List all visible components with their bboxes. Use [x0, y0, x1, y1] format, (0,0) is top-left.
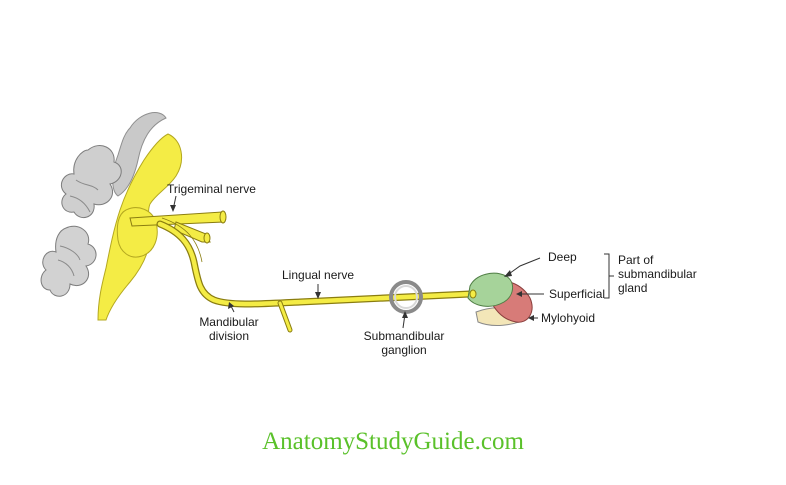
trigeminal-nerve	[129, 210, 227, 244]
brain-upper-lobe	[112, 112, 167, 197]
arrowhead	[315, 292, 321, 299]
submandibular-ganglion	[389, 280, 423, 314]
lingual-nerve-end	[469, 289, 477, 299]
arrowhead	[504, 270, 512, 277]
submandibular-gland	[467, 272, 533, 326]
arrowhead	[528, 315, 534, 321]
mandibular-division-lingual-nerve	[157, 221, 473, 307]
arrowhead	[228, 302, 234, 309]
arrowhead	[402, 311, 408, 318]
gland-deep-part	[467, 272, 513, 307]
arrowhead	[170, 205, 176, 212]
label-part-of-submandibular-gland: Part of submandibular gland	[618, 253, 697, 295]
label-ganglion-line2: ganglion	[381, 343, 427, 357]
label-mylohyoid: Mylohyoid	[541, 311, 596, 325]
label-part-line3: gland	[618, 281, 648, 295]
label-mandibular-division: Mandibular division	[194, 315, 264, 343]
chorda-tympani-strand	[161, 217, 203, 263]
label-superficial: Superficial	[549, 287, 606, 301]
brain-fold-lines	[57, 179, 99, 277]
trigeminal-ganglion-bulge	[116, 207, 158, 258]
maxillary-cut-end	[203, 232, 211, 244]
brain-tissue	[40, 112, 167, 297]
arrowhead	[516, 291, 522, 297]
watermark-site-name: AnatomyStudyGuide.com	[262, 428, 524, 455]
label-lingual-nerve: Lingual nerve	[282, 268, 355, 282]
label-mandibular-line2: division	[208, 329, 250, 343]
label-deep: Deep	[548, 250, 577, 264]
pointer-arrowheads	[170, 205, 534, 321]
label-part-line1: Part of	[618, 253, 654, 267]
label-part-line2: submandibular	[618, 267, 697, 281]
label-trigeminal-nerve: Trigeminal nerve	[167, 182, 256, 196]
label-mandibular-line1: Mandibular	[199, 315, 259, 329]
label-ganglion-line1: Submandibular	[363, 329, 445, 343]
descending-branch-fill	[278, 301, 292, 332]
deep-pointer	[505, 257, 541, 277]
brain-gyri-lower	[40, 225, 97, 297]
submandibular-ganglion-inner	[394, 285, 418, 309]
brain-gyri-upper	[61, 145, 122, 219]
nerve-cut-end	[219, 210, 227, 224]
label-submandibular-ganglion: Submandibular ganglion	[356, 329, 452, 357]
part-of-bracket	[604, 253, 614, 299]
